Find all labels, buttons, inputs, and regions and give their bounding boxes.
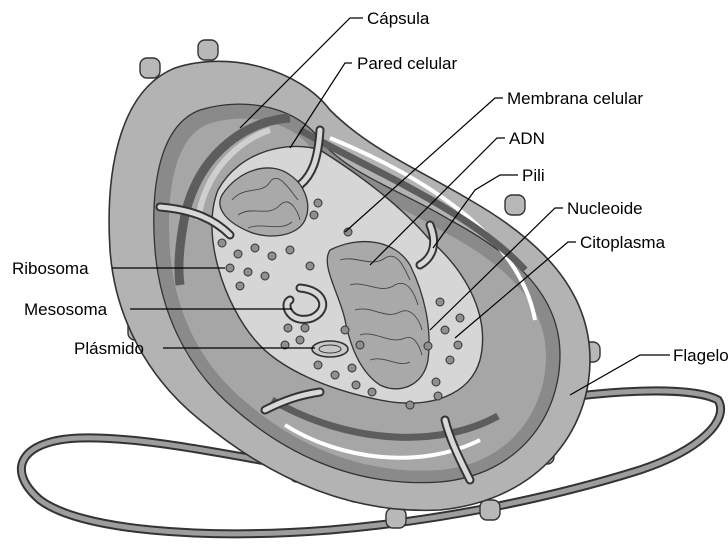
label-capsula: Cápsula	[367, 9, 430, 28]
ribosome	[226, 264, 234, 272]
ribosome	[314, 361, 322, 369]
label-pili: Pili	[522, 166, 545, 185]
label-adn: ADN	[509, 129, 545, 148]
ribosome	[301, 324, 309, 332]
ribosome	[310, 211, 318, 219]
label-pared-celular: Pared celular	[357, 54, 458, 73]
ribosome	[341, 326, 349, 334]
label-membrana-celular: Membrana celular	[507, 89, 643, 108]
ribosome	[441, 326, 449, 334]
label-ribosoma: Ribosoma	[12, 259, 89, 278]
plasmid	[312, 341, 348, 357]
ribosome	[424, 342, 432, 350]
pilus	[480, 500, 500, 520]
ribosome	[244, 268, 252, 276]
ribosome	[352, 381, 360, 389]
ribosome	[456, 314, 464, 322]
ribosome	[261, 272, 269, 280]
ribosome	[284, 324, 292, 332]
ribosome	[251, 244, 259, 252]
label-citoplasma: Citoplasma	[580, 233, 666, 252]
ribosome	[434, 392, 442, 400]
ribosome	[296, 336, 304, 344]
ribosome	[368, 388, 376, 396]
label-mesosoma: Mesosoma	[24, 300, 108, 319]
ribosome	[446, 356, 454, 364]
ribosome	[234, 250, 242, 258]
ribosome	[331, 371, 339, 379]
ribosome	[286, 246, 294, 254]
pilus	[140, 58, 160, 78]
label-nucleoide: Nucleoide	[567, 199, 643, 218]
ribosome	[268, 252, 276, 260]
ribosome	[348, 364, 356, 372]
ribosome	[218, 239, 226, 247]
ribosome	[436, 298, 444, 306]
label-flagelo: Flagelo	[673, 346, 728, 365]
pilus	[198, 40, 218, 60]
ribosome	[314, 199, 322, 207]
label-plasmido: Plásmido	[74, 339, 144, 358]
ribosome	[432, 378, 440, 386]
pilus	[505, 195, 525, 215]
ribosome	[356, 341, 364, 349]
ribosome	[406, 401, 414, 409]
ribosome	[454, 341, 462, 349]
pilus	[386, 508, 406, 528]
ribosome	[306, 262, 314, 270]
ribosome	[236, 282, 244, 290]
